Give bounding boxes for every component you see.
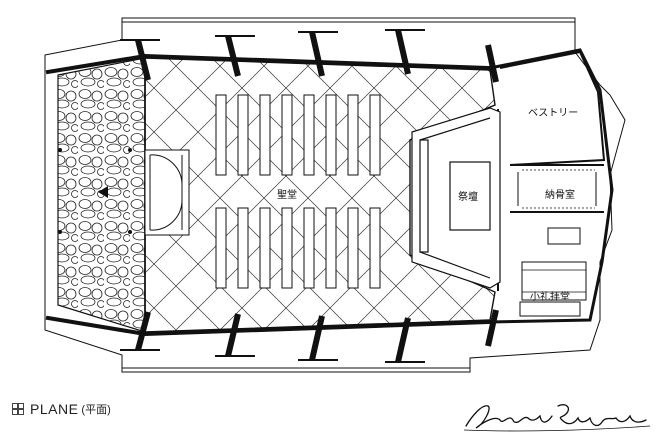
side-rooms — [499, 50, 606, 317]
label-nave: 聖堂 — [277, 190, 297, 201]
caption-subtitle: (平面) — [81, 404, 111, 416]
label-vestry: ベストリー — [528, 108, 579, 119]
column-dots — [58, 148, 132, 234]
pews — [215, 94, 381, 289]
entrance-doors — [144, 149, 190, 236]
label-ossuary: 納骨室 — [545, 190, 575, 201]
entry-arrow-icon — [98, 186, 108, 198]
label-small-chapel: 小礼拝堂 — [530, 292, 570, 303]
caption-title: PLANE — [30, 401, 79, 417]
signature — [463, 404, 651, 432]
plan-caption: PLANE (平面) — [12, 401, 111, 417]
label-altar: 祭壇 — [458, 192, 478, 203]
structural-fins — [135, 29, 499, 363]
altar-table — [449, 161, 491, 231]
stone-narthex — [57, 57, 146, 333]
fin-caps — [120, 29, 425, 363]
site-outline — [44, 17, 626, 373]
grid-icon — [12, 403, 24, 415]
